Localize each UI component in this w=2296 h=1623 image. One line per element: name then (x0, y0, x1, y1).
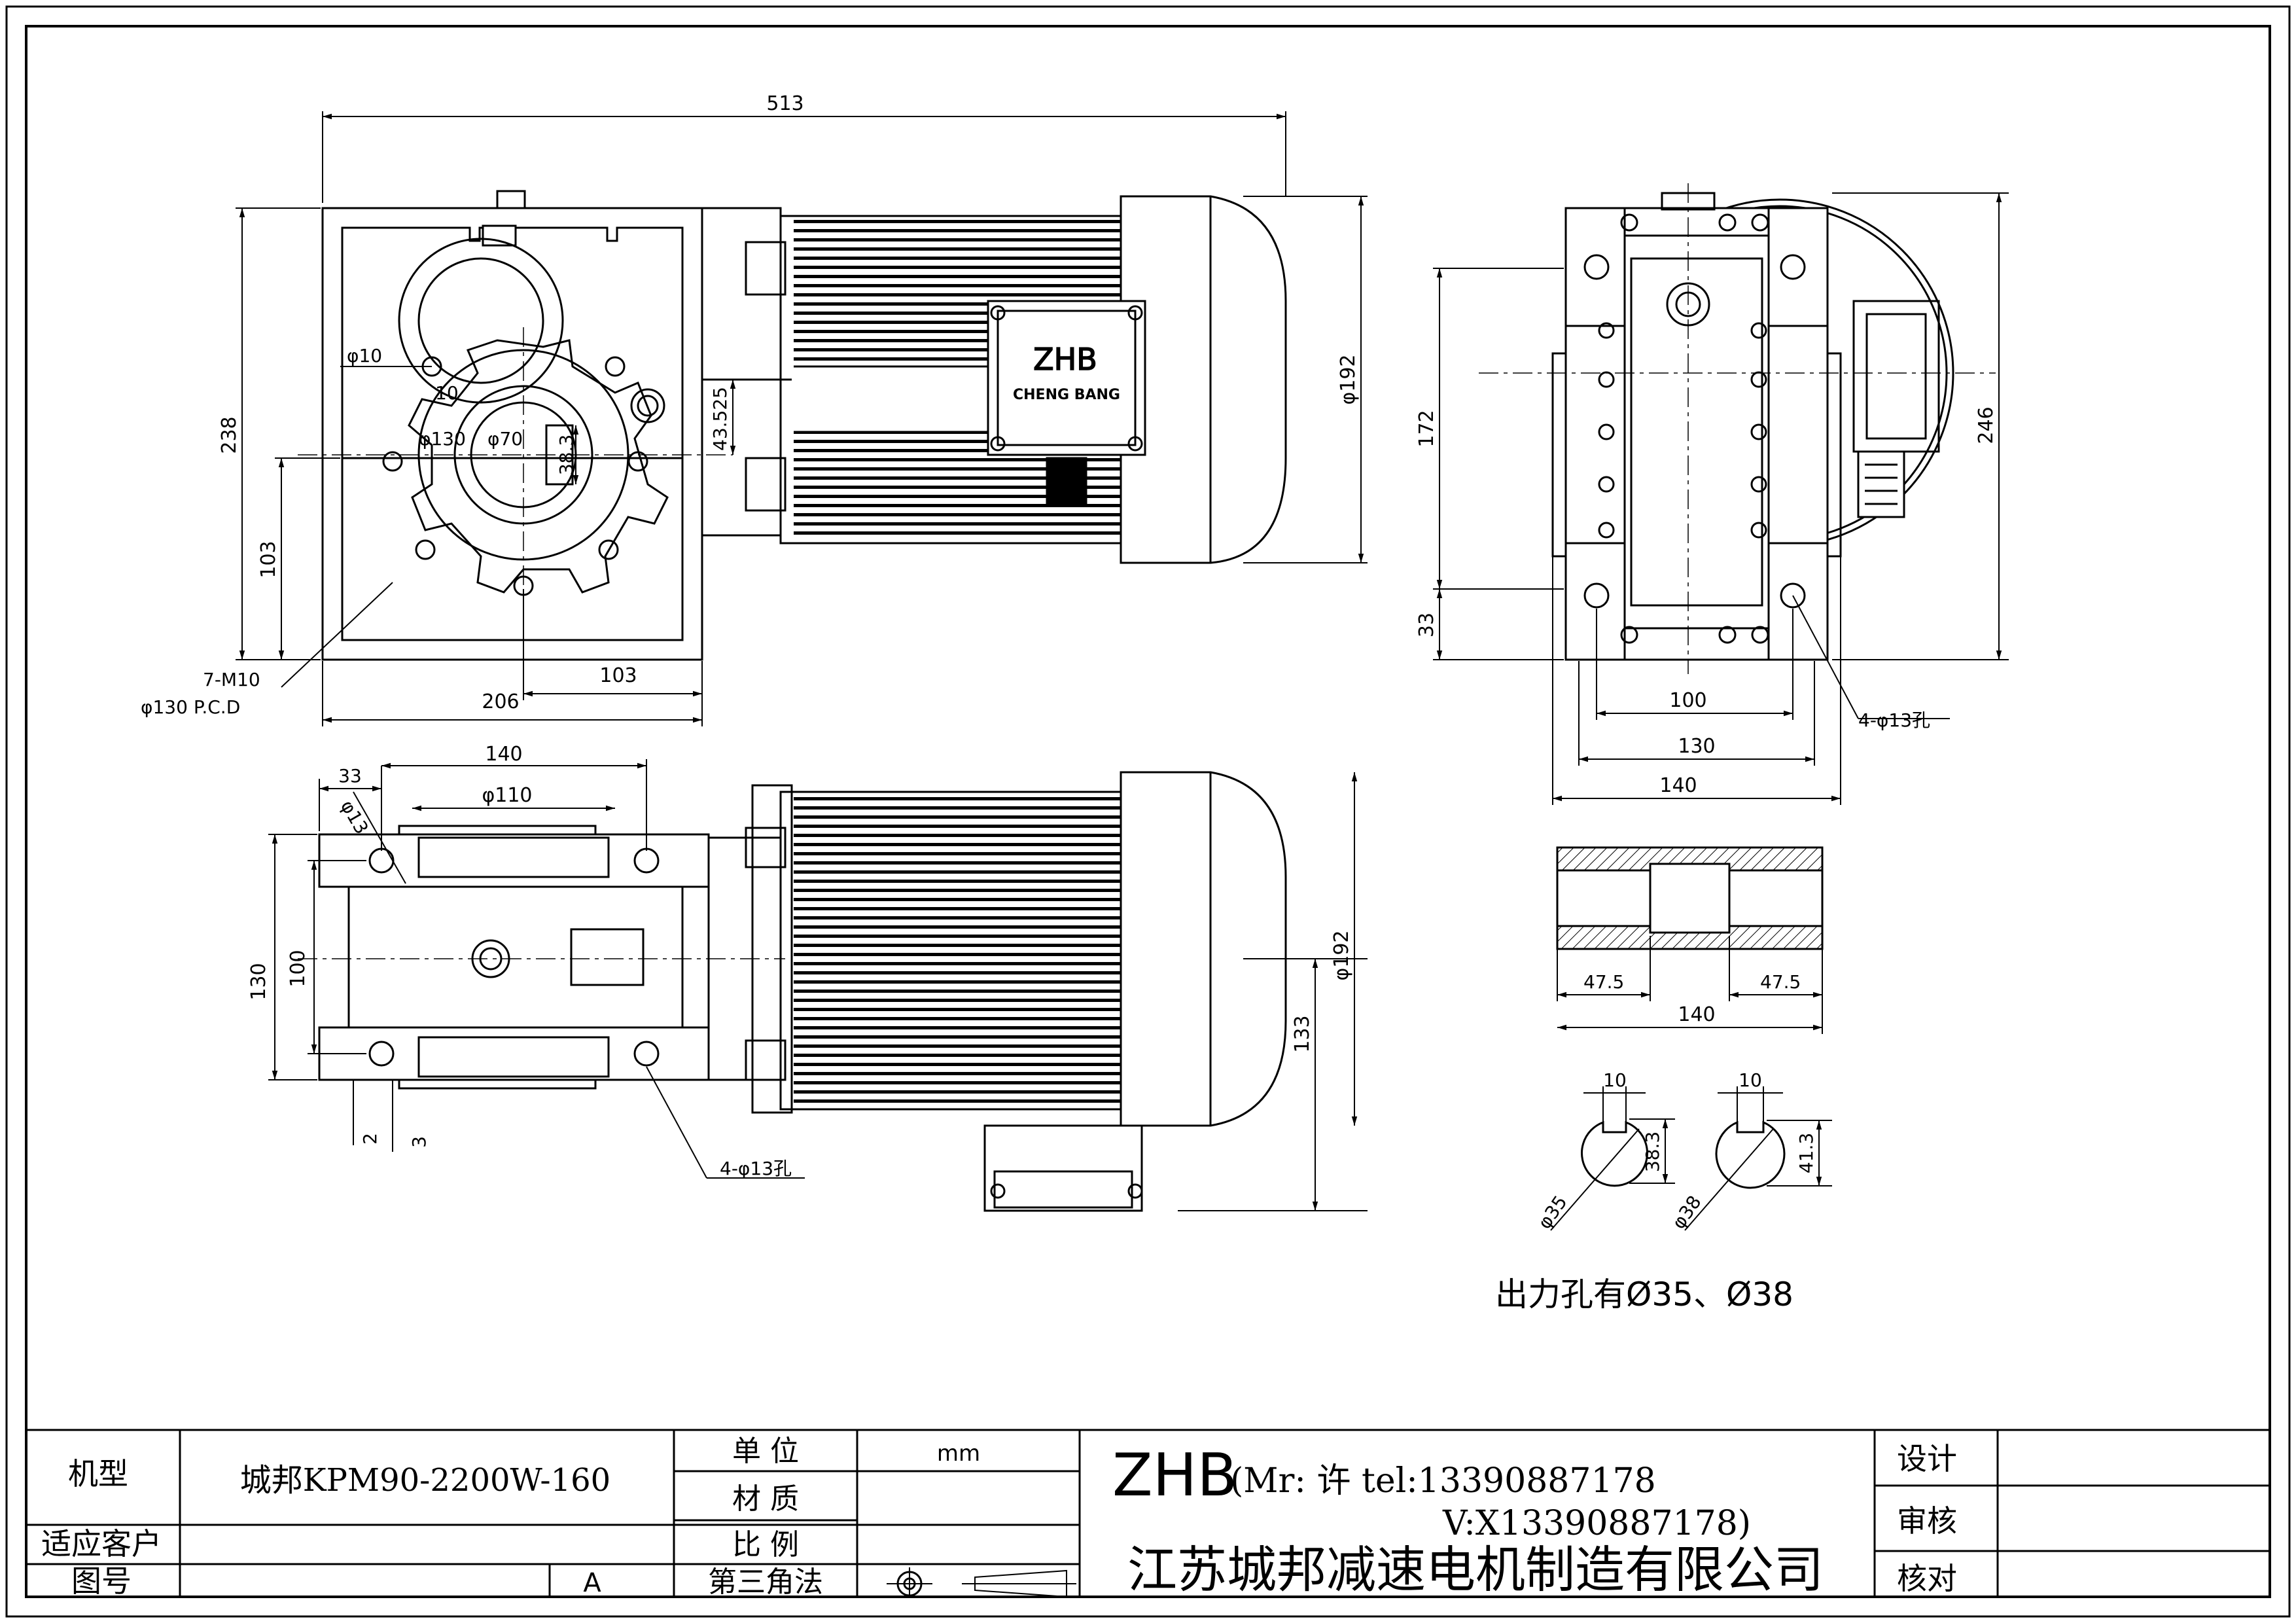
dim-phi70: φ70 (487, 428, 523, 450)
keyway-details (1550, 1086, 1832, 1231)
output-hole-note: 出力孔有Ø35、Ø38 (1495, 1275, 1793, 1313)
dim-phi10: φ10 (347, 345, 382, 366)
dim-phi110: φ110 (482, 784, 532, 807)
dim-172: 172 (1415, 410, 1438, 447)
model-value: 城邦KPM90-2200W-160 (240, 1462, 610, 1499)
design-label: 设计 (1897, 1441, 1957, 1476)
scale-label: 比 例 (732, 1528, 799, 1561)
contact-line-2: V:X13390887178) (1442, 1504, 1751, 1543)
dim-130-bottom: 130 (247, 963, 270, 1000)
dim-103-left: 103 (257, 541, 280, 578)
company-logo: ZHB (1112, 1441, 1237, 1510)
dim-238: 238 (218, 416, 241, 454)
dim-100-bottom: 100 (287, 950, 309, 987)
nameplate-sub: CHENG BANG (1013, 387, 1120, 403)
dim-pcd: φ130 P.C.D (141, 696, 240, 718)
keyway-labels: 10 10 38.3 41.3 φ35 φ38 (1534, 1069, 1817, 1233)
dim-3: 3 (408, 1136, 430, 1148)
dim-33-bottom: 33 (338, 765, 362, 787)
dim-246: 246 (1975, 406, 1998, 444)
title-block-text: 机型 城邦KPM90-2200W-160 适应客户 图号 A 单 位 mm 材 … (41, 1435, 1957, 1599)
model-label: 机型 (68, 1456, 128, 1491)
dim-33-right: 33 (1415, 613, 1438, 637)
dim-key-h1: 38.3 (1642, 1132, 1663, 1172)
unit-label: 单 位 (732, 1435, 799, 1468)
dim-130-right: 130 (1678, 735, 1715, 758)
dim-47-5-left: 47.5 (1583, 971, 1624, 993)
shaft-section-labels: 47.5 47.5 140 (1583, 971, 1801, 1026)
dim-100-right: 100 (1669, 689, 1706, 712)
unit-value: mm (937, 1440, 980, 1467)
drawing-no-label: 图号 (71, 1563, 132, 1599)
dim-38-3: 38.3 (556, 435, 577, 475)
side-view (1479, 183, 1996, 674)
front-dimensions (236, 111, 1368, 726)
dim-phi13-bottom: φ13 (336, 796, 373, 838)
side-dimensions (1433, 192, 2009, 805)
projection-label: 第三角法 (708, 1565, 823, 1599)
customer-label: 适应客户 (41, 1526, 162, 1561)
dim-holes-right: 4-φ13孔 (1858, 709, 1930, 731)
dim-phi192-top: φ192 (1337, 354, 1360, 404)
dim-key-w2: 10 (1739, 1069, 1762, 1091)
dim-103-bottom: 103 (599, 664, 637, 687)
dim-key-w1: 10 (1603, 1069, 1627, 1091)
dim-140-right: 140 (1659, 774, 1697, 797)
front-view (298, 190, 1287, 661)
dim-140-section: 140 (1678, 1003, 1715, 1026)
contact-line-1: (Mr: 许 tel:13390887178 (1230, 1461, 1656, 1501)
side-dim-labels: 172 33 246 100 130 140 4-φ13孔 (1415, 406, 1998, 797)
dim-133: 133 (1291, 1015, 1314, 1052)
top-view (298, 771, 1287, 1212)
dim-10: 10 (435, 382, 459, 404)
nameplate-brand: ZHB (1033, 342, 1097, 377)
dim-phi130: φ130 (419, 428, 466, 450)
front-dim-labels: 513 238 103 7-M10 φ130 P.C.D 206 103 φ10… (141, 92, 1360, 718)
dim-key-h2: 41.3 (1795, 1133, 1817, 1173)
shaft-section (1556, 846, 1824, 1034)
check-label: 核对 (1897, 1561, 1957, 1596)
title-block (25, 1429, 2271, 1598)
dim-206: 206 (482, 690, 519, 713)
material-label: 材 质 (732, 1482, 799, 1516)
dim-2: 2 (359, 1133, 381, 1145)
review-label: 审核 (1897, 1503, 1957, 1539)
company-name: 江苏城邦减速电机制造有限公司 (1127, 1541, 1824, 1599)
dim-47-5-right: 47.5 (1760, 971, 1801, 993)
top-view-dimensions (268, 759, 1368, 1211)
front-nameplate: ZHB CHENG BANG (1013, 341, 1120, 403)
dim-140-bottom: 140 (485, 743, 522, 766)
dim-7-m10: 7-M10 (203, 669, 260, 690)
dim-holes-bottom: 4-φ13孔 (720, 1158, 792, 1179)
dim-43-525: 43.525 (709, 387, 731, 451)
dim-513: 513 (766, 92, 804, 115)
drawing-no-value: A (583, 1568, 601, 1598)
dim-phi192-bottom: φ192 (1330, 930, 1353, 980)
